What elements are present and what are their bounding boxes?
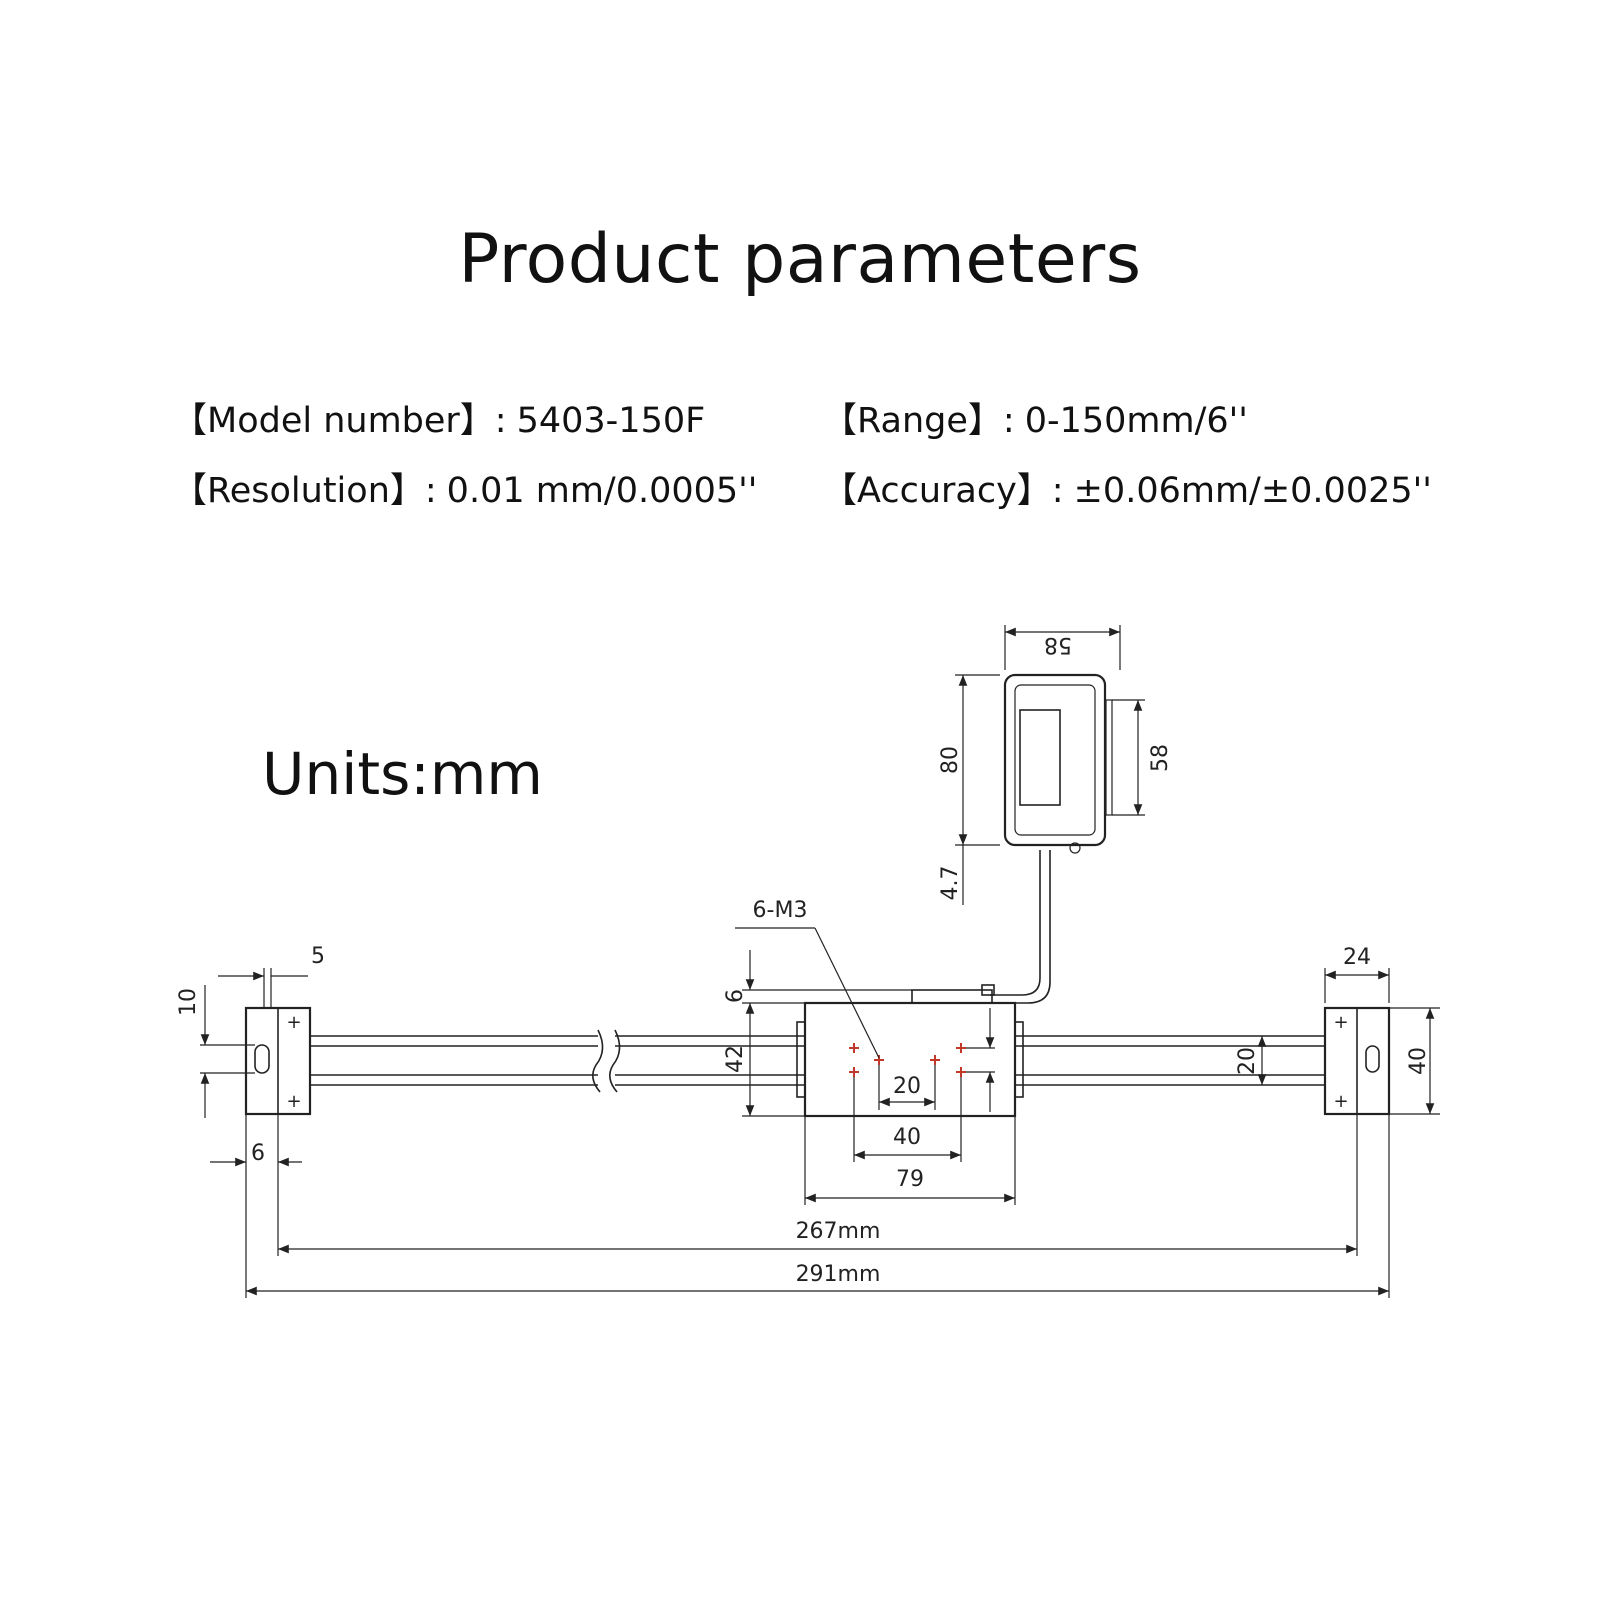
svg-text:+: + bbox=[286, 1091, 301, 1112]
param-range-value: 0-150mm/6'' bbox=[1024, 401, 1248, 441]
dim-end-block-width: 24 bbox=[1343, 945, 1371, 970]
param-resolution-label: 【Resolution】: bbox=[172, 471, 437, 511]
dim-display-width: 58 bbox=[1044, 632, 1072, 657]
svg-text:+: + bbox=[286, 1012, 301, 1033]
slider-cable-clamp bbox=[911, 989, 993, 1004]
dim-hole-spacing-outer: 40 bbox=[893, 1125, 921, 1150]
display-screen bbox=[1019, 709, 1061, 806]
param-accuracy: 【Accuracy】:±0.06mm/±0.0025'' bbox=[822, 462, 1432, 513]
dim-mount-length: 267mm bbox=[796, 1219, 881, 1244]
display-cable-port bbox=[1069, 842, 1081, 854]
dim-slider-length: 79 bbox=[896, 1167, 924, 1192]
param-resolution-value: 0.01 mm/0.0005'' bbox=[446, 471, 758, 511]
param-model: 【Model number】:5403-150F bbox=[172, 392, 705, 443]
param-model-label: 【Model number】: bbox=[172, 401, 507, 441]
param-range-label: 【Range】: bbox=[822, 401, 1015, 441]
units-label: Units:mm bbox=[262, 740, 543, 808]
dim-cable-offset: 4.7 bbox=[938, 866, 963, 901]
svg-text:+: + bbox=[1333, 1091, 1348, 1112]
rail-break-right bbox=[609, 1029, 621, 1093]
display-side-cover bbox=[1105, 699, 1113, 816]
dim-end-cap-slot: 10 bbox=[176, 988, 201, 1016]
slider-body bbox=[803, 1001, 1017, 1118]
display-housing bbox=[1003, 673, 1107, 847]
slider-head bbox=[796, 984, 1024, 1118]
dim-display-depth: 58 bbox=[1148, 744, 1173, 772]
dim-rail-height: 20 bbox=[1235, 1047, 1260, 1075]
param-model-value: 5403-150F bbox=[516, 401, 706, 441]
dim-end-cap-thickness: 6 bbox=[251, 1141, 265, 1166]
page-title: Product parameters bbox=[458, 220, 1142, 299]
dim-total-length: 291mm bbox=[796, 1262, 881, 1287]
left-mount-slot bbox=[254, 1044, 270, 1074]
dim-slider-height: 42 bbox=[723, 1045, 748, 1073]
rail-break-left bbox=[592, 1029, 604, 1093]
dim-slider-gap: 6 bbox=[723, 989, 748, 1003]
data-cable bbox=[990, 850, 1041, 996]
dim-end-block-height: 40 bbox=[1406, 1047, 1431, 1075]
param-range: 【Range】:0-150mm/6'' bbox=[822, 392, 1248, 443]
param-accuracy-label: 【Accuracy】: bbox=[822, 471, 1064, 511]
svg-text:+: + bbox=[1333, 1012, 1348, 1033]
left-end-cap: + + bbox=[244, 1006, 312, 1116]
right-end-cap: + + bbox=[1323, 1006, 1391, 1116]
display-unit bbox=[1003, 673, 1113, 854]
param-resolution: 【Resolution】:0.01 mm/0.0005'' bbox=[172, 462, 757, 513]
right-mount-slot bbox=[1365, 1045, 1380, 1073]
param-accuracy-value: ±0.06mm/±0.0025'' bbox=[1073, 471, 1432, 511]
dim-hole-spacing-inner: 20 bbox=[893, 1074, 921, 1099]
dim-screw-holes: 6-M3 bbox=[753, 898, 808, 923]
display-bezel bbox=[1014, 684, 1096, 836]
dim-display-height: 80 bbox=[938, 746, 963, 774]
dim-end-cap-gap: 5 bbox=[311, 944, 325, 969]
